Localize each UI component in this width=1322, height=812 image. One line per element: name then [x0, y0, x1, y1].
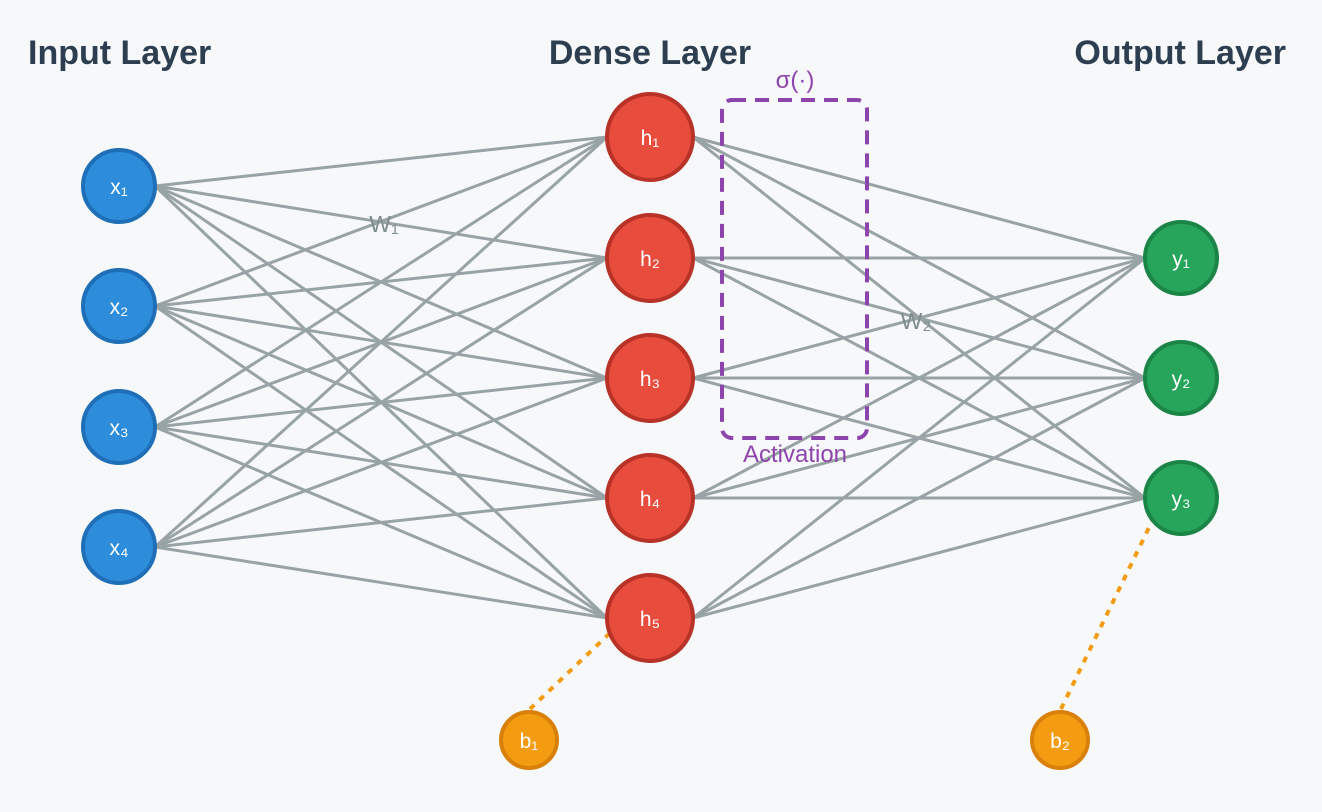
- dense-node-h3: h₃: [605, 333, 695, 423]
- dense-node-label: h₂: [640, 248, 660, 271]
- input-node-label: x₃: [109, 417, 128, 440]
- input-layer-nodes: x₁ x₂ x₃ x₄: [81, 148, 157, 585]
- dense-node-label: h₁: [641, 127, 660, 150]
- input-node-x4: x₄: [81, 509, 157, 585]
- edges-input-to-dense: [153, 135, 609, 620]
- bias-node-b2: b₂: [1030, 710, 1090, 770]
- edge-x-h-4-1: [153, 135, 609, 549]
- edge-h-y-5-2: [692, 376, 1146, 620]
- dense-node-h1: h₁: [605, 92, 695, 182]
- edge-x-h-4-5: [154, 545, 608, 620]
- edge-h-y-3-1: [692, 256, 1146, 380]
- dense-node-h5: h₅: [605, 573, 695, 663]
- output-node-label: y₃: [1171, 488, 1190, 511]
- bias-node-b1: b₁: [499, 710, 559, 770]
- activation-symbol: σ(·): [776, 67, 815, 94]
- input-node-x1: x₁: [81, 148, 157, 224]
- activation-box: [720, 98, 869, 440]
- edge-h-y-5-1: [692, 256, 1146, 620]
- output-node-y3: y₃: [1143, 460, 1219, 536]
- edge-h-y-4-1: [692, 256, 1146, 500]
- bias-edge-b2: [1059, 510, 1159, 710]
- edge-x-h-4-2: [154, 256, 608, 549]
- input-node-x2: x₂: [81, 268, 157, 344]
- input-node-label: x₂: [110, 296, 129, 319]
- dense-layer-nodes: h₁ h₂ h₃ h₄ h₅: [605, 92, 695, 663]
- output-node-label: y₂: [1172, 368, 1191, 391]
- output-node-label: y₁: [1172, 248, 1190, 271]
- input-node-label: x₁: [110, 176, 128, 199]
- dense-node-h2: h₂: [605, 213, 695, 303]
- dense-node-h4: h₄: [605, 453, 695, 543]
- weight-label-w2: W₂: [901, 308, 932, 334]
- weight-label-w1: W₁: [369, 211, 399, 237]
- activation-label: Activation: [743, 441, 847, 468]
- bias-node-label: b₂: [1050, 730, 1070, 753]
- edge-x-h-2-1: [154, 135, 608, 308]
- edge-h-y-5-3: [692, 496, 1146, 620]
- output-node-y1: y₁: [1143, 220, 1219, 296]
- dense-node-label: h₃: [640, 368, 660, 391]
- input-node-label: x₄: [109, 537, 128, 560]
- edge-x-h-3-1: [154, 135, 608, 429]
- dense-node-label: h₅: [640, 608, 660, 631]
- bias-node-label: b₁: [520, 730, 539, 753]
- dense-node-label: h₄: [640, 488, 660, 511]
- edge-x-h-4-3: [154, 376, 608, 549]
- bias-edge-b1: [528, 631, 612, 711]
- output-layer-nodes: y₁ y₂ y₃: [1143, 220, 1219, 536]
- input-node-x3: x₃: [81, 389, 157, 465]
- input-layer-title: Input Layer: [28, 34, 211, 72]
- output-node-y2: y₂: [1143, 340, 1219, 416]
- edge-h-y-1-1: [692, 135, 1146, 260]
- edge-x-h-1-1: [154, 135, 608, 188]
- output-layer-title: Output Layer: [1074, 34, 1286, 72]
- edge-x-h-4-4: [154, 496, 608, 549]
- dense-layer-title: Dense Layer: [549, 34, 751, 72]
- edges-dense-to-output: [692, 135, 1146, 620]
